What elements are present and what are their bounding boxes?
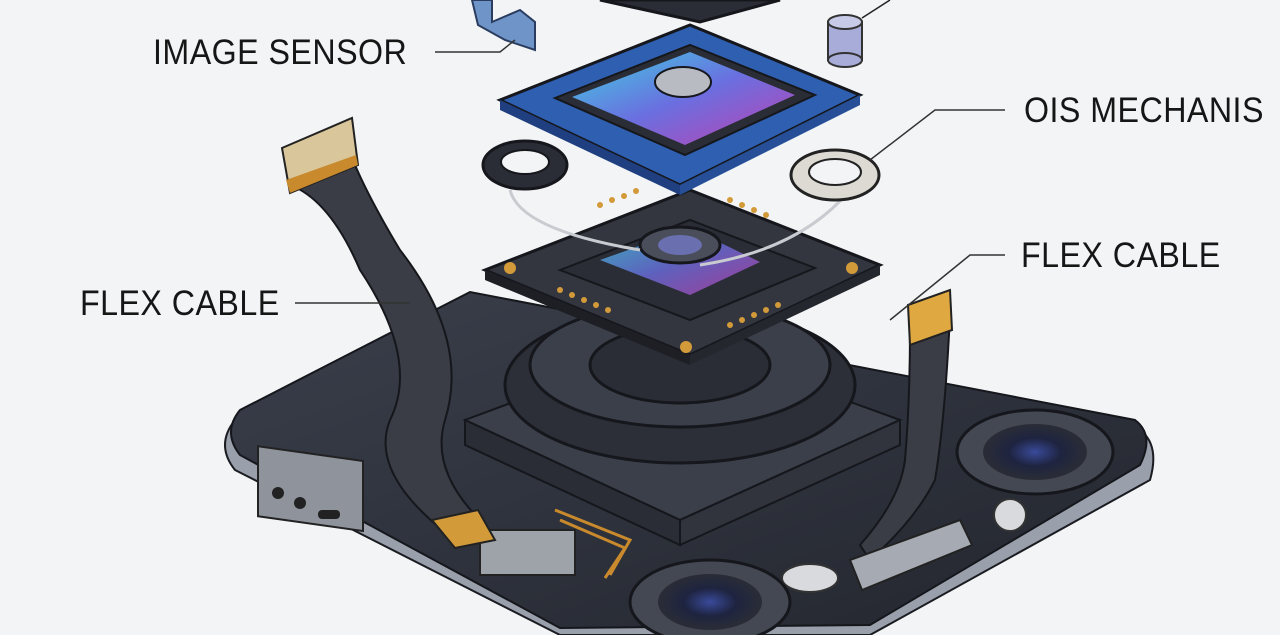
label-image-sensor: IMAGE SENSOR [153, 33, 408, 72]
capacitor-cylinder [827, 0, 891, 68]
lens-cover-plate [599, 0, 781, 24]
connector-port [257, 445, 364, 533]
lens-mount-board [480, 188, 884, 365]
leader-line-flex-right [889, 254, 1005, 321]
board-connector [848, 518, 974, 592]
image-sensor-board [496, 23, 864, 195]
label-flex-cable-right: FLEX CABLE [1021, 236, 1221, 275]
connector-port [479, 529, 576, 576]
leader-line-image-sensor [435, 39, 516, 53]
suspension-wire [508, 189, 852, 267]
label-flex-cable-left: FLEX CABLE [80, 284, 280, 323]
sensor-bracket [470, 0, 536, 52]
label-ois-mechanism: OIS MECHANIS [1024, 91, 1264, 130]
flex-cable-right [848, 288, 974, 592]
ois-ring-right [789, 148, 881, 202]
ois-ring-left [481, 139, 569, 191]
camera-lens [628, 558, 792, 635]
leader-line-ois [869, 109, 1005, 161]
camera-lens [955, 408, 1115, 496]
flex-cable-left [280, 116, 497, 550]
